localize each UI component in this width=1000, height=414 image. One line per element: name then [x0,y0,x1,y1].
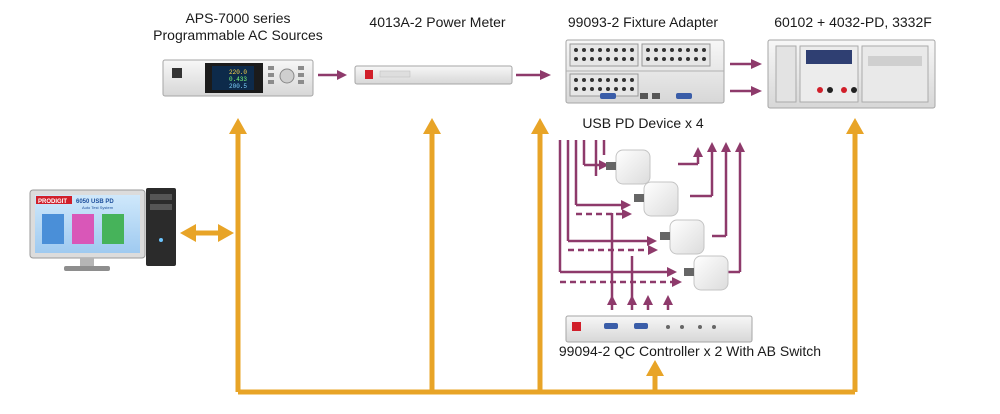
usb-pd-device [634,181,679,217]
software-subtitle: Auto Test System [82,205,114,210]
monitor-neck [80,258,94,266]
fixture-adapter-label: 99093-2 Fixture Adapter [567,14,719,30]
ac-power-switch [172,68,182,78]
loads-label: 60102 + 4032-PD, 3332F [774,14,932,30]
arrow-from-pc [218,224,234,242]
ac-display-volt: 220.0 [229,69,247,76]
software-panel-blue [42,214,64,244]
fixture-ports [574,48,706,91]
control-bus-arrowheads [180,118,864,376]
usb-pd-device [660,219,705,255]
arrow-to-ac-source [229,118,247,134]
ac-knob [279,68,295,84]
arrow-to-loads [846,118,864,134]
ac-source-label-line2: Programmable AC Sources [153,27,323,43]
software-title: 6050 USB PD [76,199,114,205]
software-brand: PRODIGIT [38,199,67,205]
software-brand-bar [36,196,72,204]
qc-controller-label: 99094-2 QC Controller x 2 With AB Switch [558,343,822,359]
arrow-to-qc-controller [646,360,664,376]
usb-pd-device [684,255,729,291]
arrow-to-power-meter [423,118,441,134]
usb-pd-device [606,149,651,185]
power-meter-unit [354,65,513,85]
qc-controller-unit [565,315,753,343]
power-links [318,62,752,93]
arrow-to-fixture [531,118,549,134]
software-panel-green [102,214,124,244]
pd-wiring-arrowheads [599,142,745,305]
power-link-arrowheads [337,59,762,96]
ac-display-amp: 0.433 [229,76,247,83]
control-bus [194,130,858,395]
monitor-stand [64,266,110,271]
control-pc: PRODIGIT 6050 USB PD Auto Test System [29,188,176,271]
ac-source-label-line1: APS-7000 series [185,10,291,26]
pd-wiring [558,140,742,310]
software-panel-pink [72,214,94,244]
arrow-to-pc [180,224,196,242]
fixture-adapter-unit [565,39,725,104]
ac-source-unit: 220.0 0.433 200.5 [162,59,314,97]
power-meter-label: 4013A-2 Power Meter [369,14,506,30]
ac-display-watt: 200.5 [229,83,247,90]
dc-load-frame [767,39,936,109]
pd-devices-label: USB PD Device x 4 [582,115,704,131]
